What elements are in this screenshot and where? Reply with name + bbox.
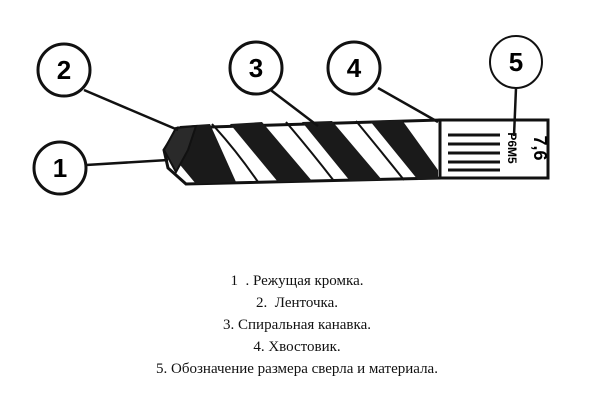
legend: 1 . Режущая кромка. 2. Ленточка. 3. Спир… [0, 270, 594, 380]
callout-4-label: 4 [347, 53, 362, 83]
callout-2: 2 [36, 42, 92, 98]
leader-line-4 [377, 86, 439, 124]
legend-item-2: 2. Ленточка. [256, 295, 338, 311]
drill-bit [162, 118, 550, 186]
legend-item-1: 1 . Режущая кромка. [230, 273, 364, 289]
spiral-flutes [176, 120, 438, 184]
callout-5-label: 5 [509, 47, 523, 77]
drill-material-marking: P6M5 [505, 132, 519, 164]
leader-line-1 [85, 158, 169, 167]
leader-line-3 [267, 87, 319, 127]
callout-2-label: 2 [57, 55, 71, 85]
callout-3-label: 3 [249, 53, 263, 83]
callout-4: 4 [326, 40, 382, 96]
shank-stripes [448, 133, 500, 172]
callout-5: 5 [489, 35, 543, 89]
legend-item-5: 5. Обозначение размера сверла и материал… [156, 361, 438, 377]
leader-lines [83, 86, 518, 167]
drill-size-marking: 7,6 [530, 135, 550, 160]
legend-item-4: 4. Хвостовик. [253, 339, 341, 355]
cutting-tip [162, 124, 198, 175]
shank-marking: 7,6 P6M5 [505, 132, 550, 164]
spiral-lands [211, 120, 405, 183]
callout-1: 1 [32, 140, 88, 196]
drill-diagram: 7,6 P6M5 1 2 3 4 5 [32, 35, 550, 196]
callout-3: 3 [228, 40, 284, 96]
legend-item-3: 3. Спиральная канавка. [223, 317, 371, 333]
callout-1-label: 1 [53, 153, 67, 183]
leader-line-5 [512, 87, 518, 137]
leader-line-2 [83, 88, 179, 132]
